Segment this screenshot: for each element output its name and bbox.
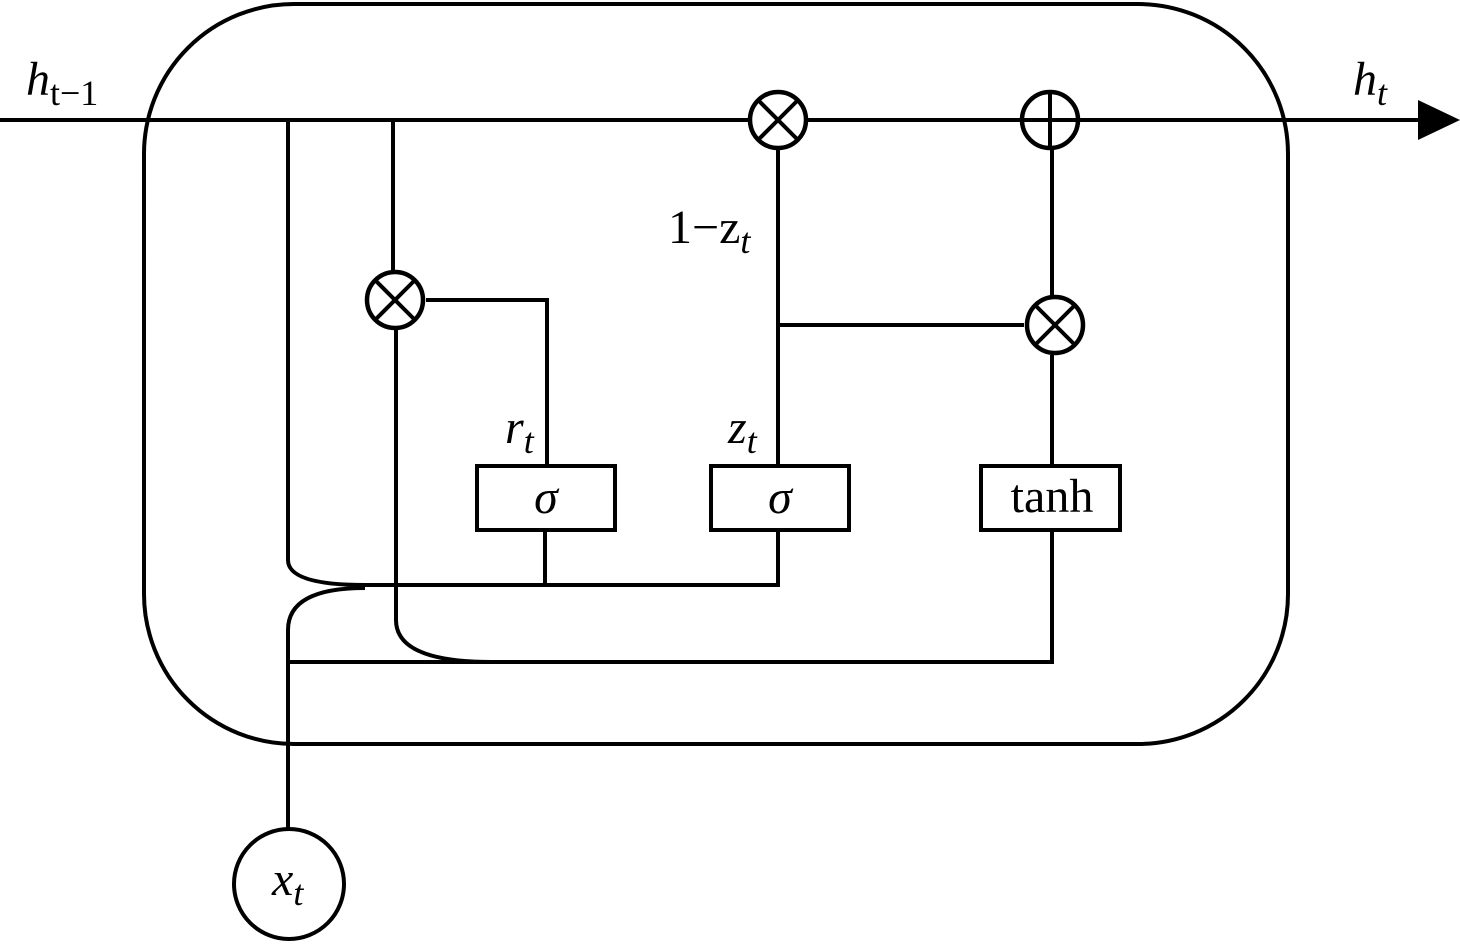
r-t-label: rt [505, 401, 535, 461]
reset-gate-to-mult-wire [426, 298, 549, 466]
update-gate-box: σ [709, 464, 851, 532]
multiply-node-forget [747, 89, 809, 151]
candidate-tanh-label: tanh [1011, 470, 1094, 523]
h-prev-to-gates-wire [286, 120, 780, 587]
z-t-label: zt [727, 401, 758, 461]
multiply-node-reset [364, 269, 426, 331]
h-t-label: ht [1353, 53, 1388, 113]
output-arrowhead [1418, 100, 1460, 140]
reset-gate-box: σ [475, 464, 617, 532]
x-t-label: xt [271, 853, 304, 913]
cell-boundary [142, 2, 1290, 746]
candidate-tanh-box: tanh [979, 464, 1122, 532]
x-input-wire [286, 586, 366, 830]
update-gate-sigma: σ [768, 471, 794, 524]
x-to-candidate-wire [288, 530, 1054, 664]
multiply-node-candidate [1024, 294, 1086, 356]
reset-gate-sigma: σ [534, 471, 560, 524]
add-node-output [1019, 89, 1081, 151]
one-minus-z-label: 1−zt [668, 201, 751, 261]
x-input-node [232, 827, 346, 941]
h-prev-label: ht−1 [26, 53, 98, 113]
reset-mult-to-candidate-wire [394, 328, 493, 664]
